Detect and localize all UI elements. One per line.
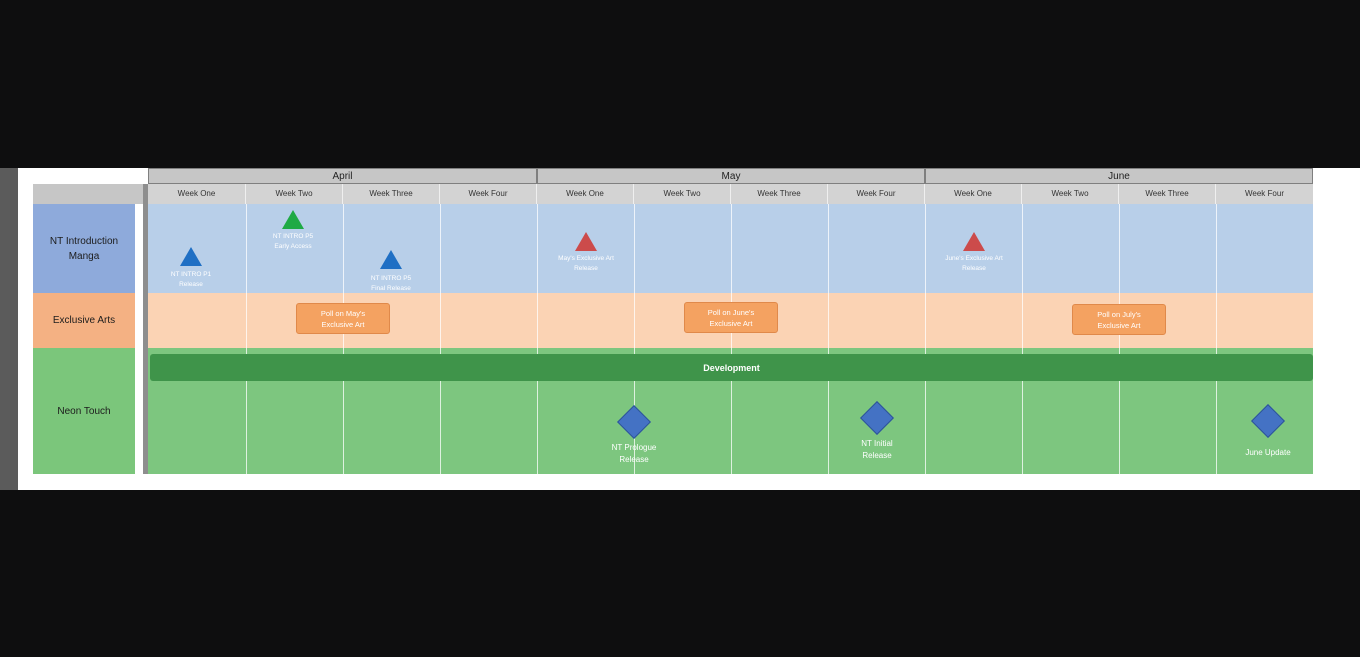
week-header: Week Two: [634, 184, 731, 204]
development-bar: Development: [150, 354, 1313, 381]
week-gridline: [828, 204, 829, 474]
week-gridline: [440, 204, 441, 474]
release-label: June Update: [1245, 448, 1291, 457]
week-header: Week Four: [440, 184, 537, 204]
week-gridline: [1022, 204, 1023, 474]
week-gridline: [1216, 204, 1217, 474]
window-left-edge: [0, 168, 18, 490]
week-gridline: [343, 204, 344, 474]
lane-nt-introduction-manga: [148, 204, 1313, 293]
week-header: Week Three: [343, 184, 440, 204]
triangle-milestone-icon: [282, 210, 304, 229]
lane-label-line: Manga: [68, 250, 100, 262]
week-header: Week Two: [246, 184, 343, 204]
week-header: Week One: [925, 184, 1022, 204]
week-gridline: [634, 204, 635, 474]
week-gridline: [731, 204, 732, 474]
week-header: Week Four: [1216, 184, 1313, 204]
triangle-milestone-icon: [180, 247, 202, 266]
header-corner: [33, 184, 143, 204]
triangle-milestone-icon: [575, 232, 597, 251]
week-gridline: [537, 204, 538, 474]
lane-separator: [143, 184, 148, 474]
week-gridline: [246, 204, 247, 474]
triangle-milestone-icon: [963, 232, 985, 251]
month-header-june: June: [925, 168, 1313, 184]
week-gridline: [925, 204, 926, 474]
week-header: Week Three: [731, 184, 828, 204]
week-header: Week One: [537, 184, 634, 204]
week-gridline: [1119, 204, 1120, 474]
triangle-milestone-icon: [380, 250, 402, 269]
lane-label-neon-touch: Neon Touch: [33, 348, 135, 474]
week-header: Week Three: [1119, 184, 1216, 204]
week-header: Week Four: [828, 184, 925, 204]
lane-label-line: NT Introduction: [49, 235, 119, 247]
week-header: Week One: [148, 184, 246, 204]
month-header-may: May: [537, 168, 925, 184]
month-header-april: April: [148, 168, 537, 184]
week-header: Week Two: [1022, 184, 1119, 204]
lane-label-exclusive-arts: Exclusive Arts: [33, 293, 135, 348]
